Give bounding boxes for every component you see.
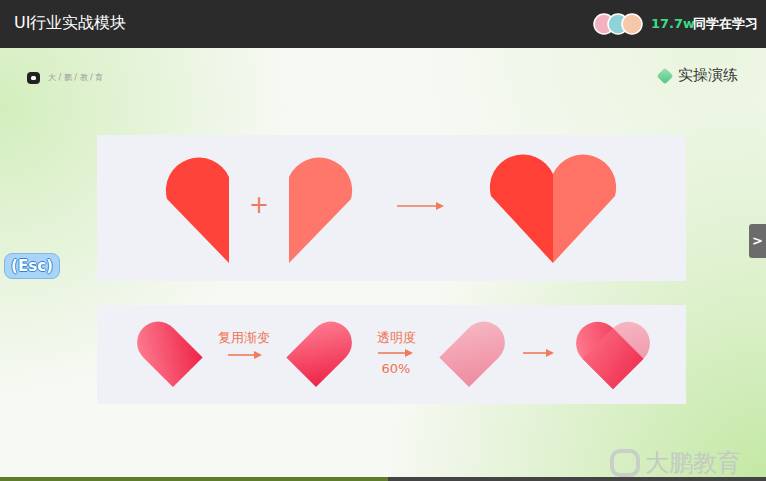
watermark: 大鹏教育 [645, 449, 741, 478]
progress-bar [0, 477, 388, 481]
learner-count: 17.7w [651, 16, 695, 32]
piece-shape [439, 313, 513, 387]
logo-icon [27, 72, 40, 84]
arrow-line [378, 352, 407, 354]
example-panel: 复用渐变 透明度 60% [97, 305, 686, 404]
piece-shape [128, 313, 202, 387]
step-value: 60% [382, 361, 411, 377]
watermark-logo [612, 451, 638, 475]
arrow-line [397, 205, 438, 207]
heart-left-half [490, 154, 553, 263]
flow-arrow [397, 202, 444, 210]
avatar [608, 14, 628, 34]
next-symbol: > [752, 233, 763, 249]
next-tab: > [749, 224, 766, 258]
avatar [622, 14, 642, 34]
header-bar: UI行业实战模块 17.7w同学在学习 [0, 0, 766, 48]
arrow-line [228, 354, 256, 356]
avatar [594, 14, 614, 34]
arrow-head [436, 202, 444, 210]
course-title: UI行业实战模块 [14, 13, 126, 32]
esc-label: (Esc) [11, 257, 53, 275]
plus-sign: + [249, 191, 269, 220]
arrow-head [546, 349, 554, 357]
progress-track [388, 477, 766, 481]
step-label: 复用渐变 [218, 330, 270, 346]
section-badge: 实操演练 [678, 66, 738, 84]
heart-left-half [166, 157, 229, 263]
logo-mark [31, 76, 36, 80]
logo-mark [27, 72, 40, 84]
arrow-head [405, 349, 413, 357]
heart-halves [166, 154, 616, 263]
brand-letters: 大 / 鹏 / 教 / 育 [48, 73, 103, 83]
arrow-head [254, 351, 262, 359]
gradient-piece [128, 313, 202, 387]
piece-shape [567, 313, 643, 389]
piece-shape [582, 313, 658, 389]
learner-caption: 同学在学习 [693, 16, 758, 32]
combined-heart [567, 313, 659, 389]
gradient-piece [286, 313, 360, 387]
example-panel: + [97, 135, 686, 281]
esc-button: (Esc) [4, 253, 60, 279]
arrow-line [523, 352, 548, 354]
badge-diamond [657, 68, 674, 85]
heart-right-half [289, 157, 352, 263]
step-label: 透明度 [377, 330, 416, 346]
flow-arrow [228, 349, 554, 359]
logo-mark [612, 451, 638, 475]
faded-piece [439, 313, 513, 387]
heart-right-half [553, 154, 616, 263]
piece-shape [286, 313, 360, 387]
avatar-group [594, 14, 642, 34]
